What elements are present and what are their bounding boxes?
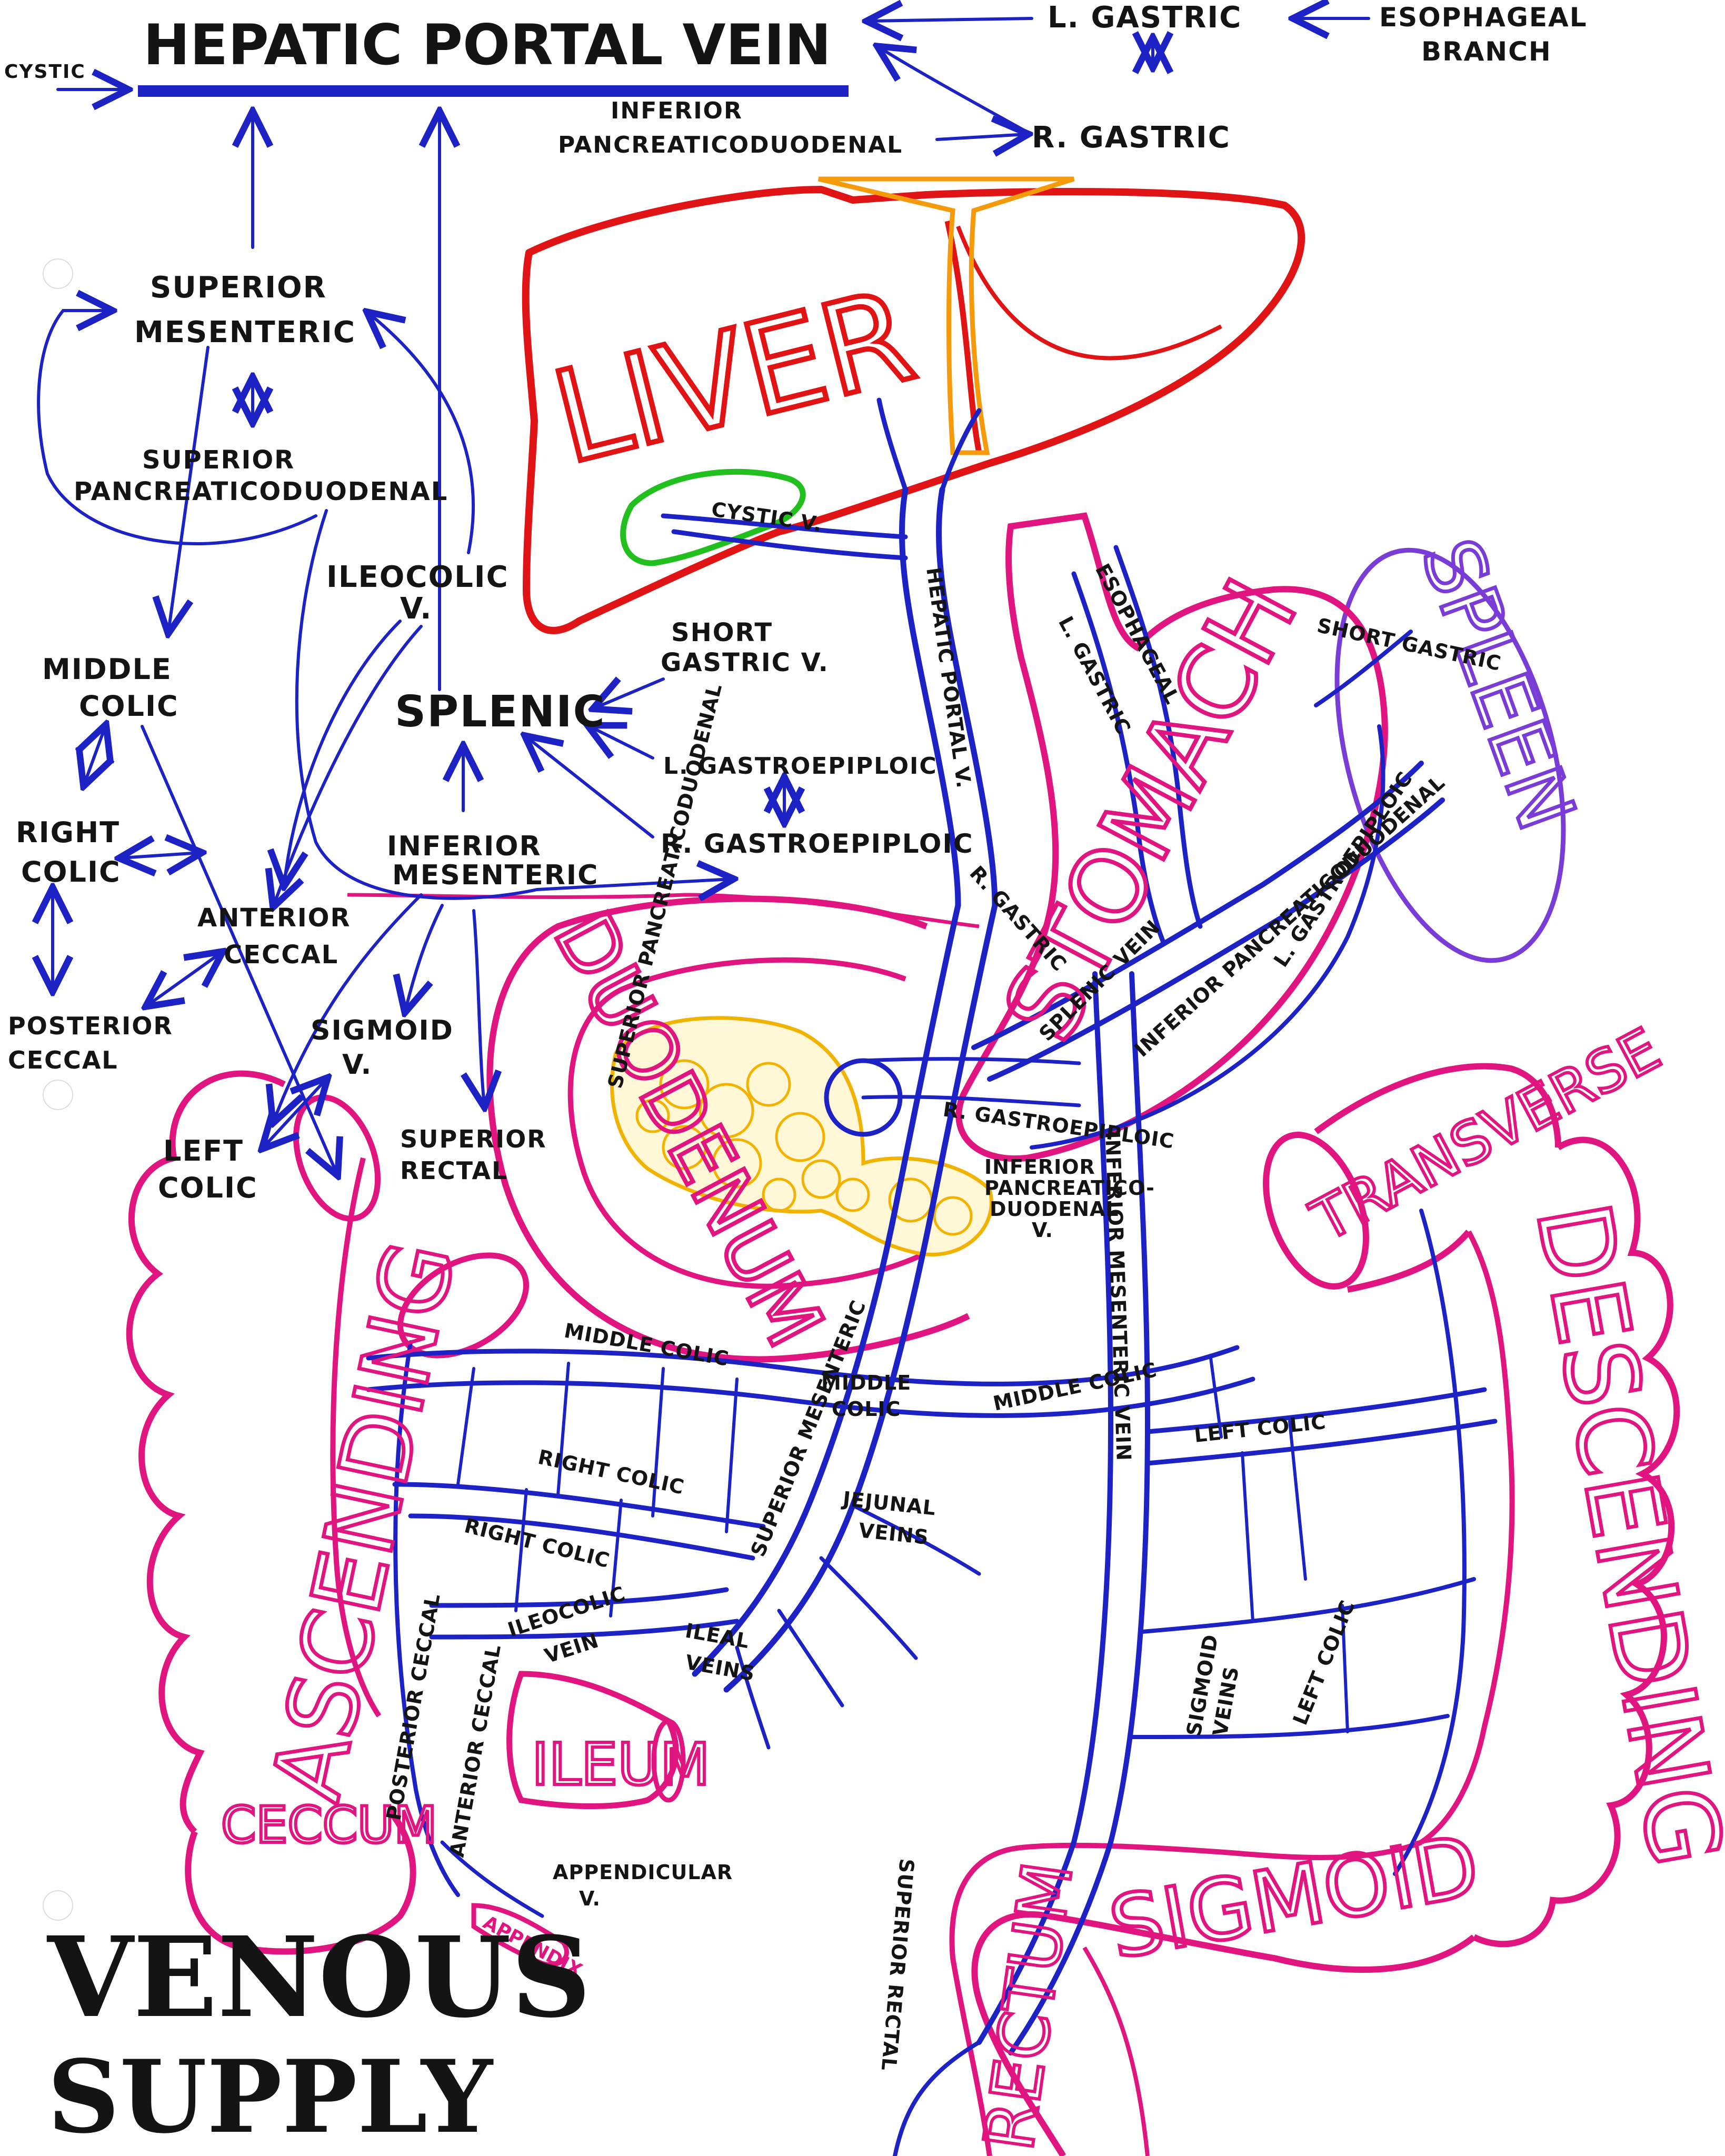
label-ileocolic: ILEOCOLIC xyxy=(326,560,509,594)
vein-inf-pd-4: V. xyxy=(1032,1219,1053,1242)
flow-tree: CYSTIC HEPATIC PORTAL VEIN L. GASTRIC ES… xyxy=(4,1,1588,1204)
vein-anterior-cecal: ANTERIOR CECCAL xyxy=(445,1643,505,1859)
vein-middle-colic-mid-1: MIDDLE xyxy=(821,1371,911,1394)
vein-inf-pd-3: DUODENAL xyxy=(990,1197,1119,1221)
label-sigmoid: SIGMOID xyxy=(311,1015,454,1046)
label-splenic: SPLENIC xyxy=(395,687,606,737)
label-l-gastroepiploic: L. GASTROEPIPLOIC xyxy=(663,753,938,780)
vein-superior-rectal: SUPERIOR RECTAL xyxy=(877,1858,919,2072)
ascending-colon-shape xyxy=(126,1070,286,1834)
binder-holes xyxy=(43,258,73,1921)
vein-appendicular-2: V. xyxy=(579,1887,601,1910)
label-right-colic: COLIC xyxy=(21,855,121,889)
label-posterior: POSTERIOR xyxy=(8,1012,173,1040)
label-sigmoid-v: V. xyxy=(342,1049,372,1081)
vein-ileal-2: VEINS xyxy=(683,1651,756,1686)
label-r-gastroepiploic: R. GASTROEPIPLOIC xyxy=(661,829,974,859)
label-superior-rect: SUPERIOR xyxy=(400,1125,547,1153)
label-inferior-mesenteric: MESENTERIC xyxy=(392,860,599,891)
label-superior-mesenteric: MESENTERIC xyxy=(134,315,356,350)
vein-inf-pd-1: INFERIOR xyxy=(984,1155,1095,1179)
label-esophageal: ESOPHAGEAL xyxy=(1379,2,1588,33)
vein-jejunal-1: JEJUNAL xyxy=(840,1487,937,1520)
vein-l-gastroepiploic: L. GASTROEPIPLOIC xyxy=(1269,767,1417,971)
label-cystic: CYSTIC xyxy=(4,61,86,83)
vein-middle-colic-left: MIDDLE COLIC xyxy=(562,1319,731,1371)
label-sigmoid: SIGMOID xyxy=(1102,1816,1486,1978)
vein-middle-colic-mid-2: COLIC xyxy=(832,1398,901,1421)
vein-cystic: CYSTIC V. xyxy=(710,497,824,536)
portal-vein-bar xyxy=(138,85,849,97)
label-descending: DESCENDING xyxy=(1514,1194,1725,1875)
title-venous: VENOUS xyxy=(46,1912,591,2042)
ileum-shape xyxy=(506,1671,679,1810)
cecum-shape xyxy=(185,1809,416,1955)
liver-shape xyxy=(522,186,1305,634)
label-ileum: ILEUM xyxy=(532,1731,710,1798)
label-inferior: INFERIOR xyxy=(611,97,743,124)
label-liver: LIVER xyxy=(540,262,926,492)
label-anterior: ANTERIOR xyxy=(197,903,351,933)
title-supply: SUPPLY xyxy=(47,2038,494,2155)
label-r-gastric: R. GASTRIC xyxy=(1032,121,1231,155)
descending-colon-shape xyxy=(1472,1136,1680,1948)
label-superior-pancreaticoduodenal: PANCREATICODUODENAL xyxy=(74,477,448,506)
label-hepatic-portal-vein: HEPATIC PORTAL VEIN xyxy=(143,13,831,77)
label-inferior-mes-1: INFERIOR xyxy=(387,831,542,862)
label-ileocolic-v: V. xyxy=(400,592,432,626)
label-middle-colic: COLIC xyxy=(79,690,179,723)
label-left: LEFT xyxy=(163,1134,244,1167)
label-short-gastric-v: GASTRIC V. xyxy=(661,648,829,677)
label-right: RIGHT xyxy=(16,816,120,849)
organ-outlines xyxy=(126,176,1680,2156)
vein-left-colic-1: LEFT COLIC xyxy=(1193,1410,1327,1447)
label-superior: SUPERIOR xyxy=(150,271,327,305)
label-superior-pd-1: SUPERIOR xyxy=(142,445,295,475)
vein-network xyxy=(366,397,1498,2156)
transverse-colon-end xyxy=(1263,1132,1369,1290)
appendix-shape xyxy=(471,1903,569,1968)
label-l-gastric: L. GASTRIC xyxy=(1048,1,1242,35)
vein-inf-pd-2: PANCREATICO- xyxy=(984,1176,1155,1200)
label-short: SHORT xyxy=(671,618,773,647)
label-superior-rectal: RECTAL xyxy=(400,1156,508,1185)
vein-appendicular-1: APPENDICULAR xyxy=(553,1861,733,1884)
label-anterior-cecal: CECCAL xyxy=(224,940,338,970)
spleen-shape xyxy=(1334,547,1566,963)
label-cecum: CECCUM xyxy=(221,1796,437,1854)
vein-jejunal-2: VEINS xyxy=(857,1519,930,1549)
page-title: VENOUS SUPPLY xyxy=(46,1912,591,2155)
sigmoid-colon-shape xyxy=(971,1911,1476,2156)
label-rectum: RECTUM xyxy=(969,1858,1088,2155)
stomach-shape xyxy=(955,512,1388,1162)
label-left-colic: COLIC xyxy=(158,1171,258,1204)
label-esophageal-branch: BRANCH xyxy=(1421,36,1552,67)
rectum-shape xyxy=(949,1845,1022,2156)
label-inferior-pancreaticoduodenal: PANCREATICODUODENAL xyxy=(558,132,903,158)
label-middle: MIDDLE xyxy=(42,653,172,686)
label-ascending: ASCENDING xyxy=(252,1233,477,1810)
ligament-shape xyxy=(817,176,1075,455)
label-posterior-cecal: CECCAL xyxy=(8,1046,118,1074)
